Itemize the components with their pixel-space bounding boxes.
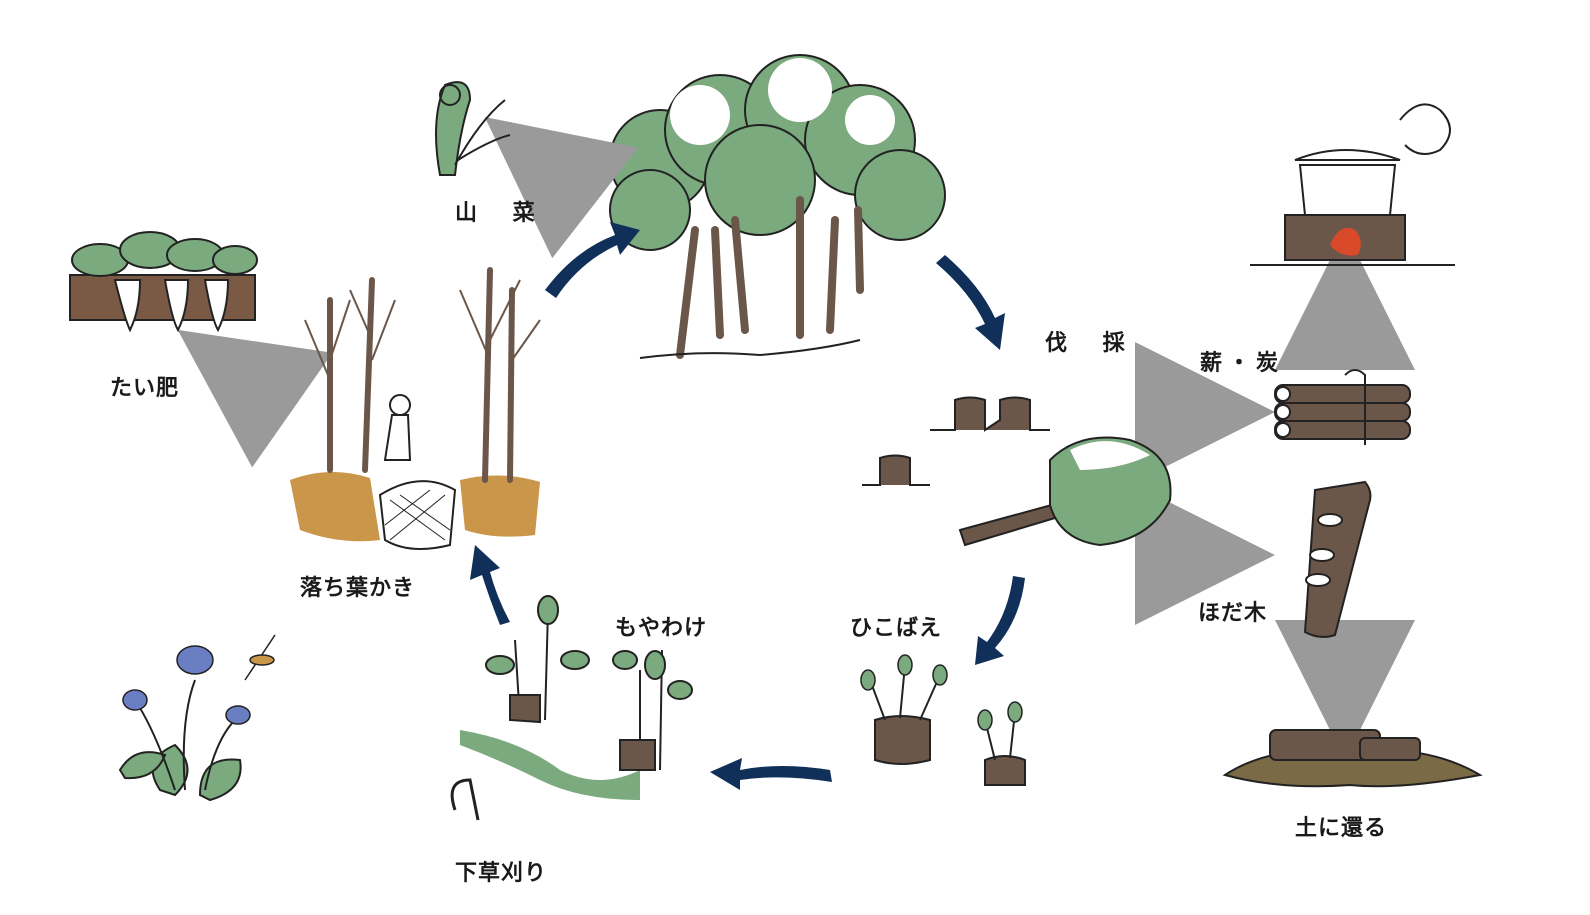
- fire-icon: [1330, 227, 1361, 256]
- sansai-illustration: [435, 81, 511, 176]
- label-shitakusa: 下草刈り: [455, 861, 548, 886]
- arrow-to-sansai: [484, 117, 639, 259]
- label-moyawake: もやわけ: [615, 616, 708, 641]
- label-maki: 薪・炭: [1200, 351, 1285, 376]
- cycle-arrow-to-forest: [545, 222, 640, 298]
- forest-illustration: [609, 54, 946, 359]
- hikobae-illustration: [860, 654, 1026, 786]
- hodagi-illustration: [1303, 480, 1372, 638]
- label-hikobae: ひこばえ: [850, 616, 943, 641]
- firewood-illustration: [1274, 369, 1411, 445]
- arrow-to-taihi: [177, 329, 333, 468]
- label-taihi: たい肥: [110, 376, 180, 401]
- compost-illustration: [69, 231, 258, 333]
- label-tsuchi: 土に還る: [1295, 816, 1388, 841]
- felling-illustration: [862, 396, 1172, 547]
- cycle-arrows: [470, 222, 1025, 790]
- label-ochiba: 落ち葉かき: [300, 576, 416, 601]
- label-bassai: 伐 採: [1045, 331, 1139, 356]
- violet-illustration: [118, 634, 276, 802]
- cycle-arrow-to-leaf-raking: [470, 545, 510, 625]
- cycle-arrow-to-coppice: [975, 576, 1025, 665]
- leaf-raking-illustration: [290, 267, 541, 550]
- side-arrows: [177, 117, 1415, 760]
- moyawake-illustration: [450, 595, 693, 821]
- cycle-arrow-to-thinning: [710, 758, 832, 790]
- cycle-arrow-to-felling: [936, 255, 1005, 350]
- sickle-icon: [450, 778, 480, 821]
- cooking-illustration: [1250, 103, 1455, 266]
- label-sansai: 山 菜: [455, 201, 549, 226]
- tsuchi-illustration: [1222, 729, 1483, 788]
- steam-icon: [1399, 103, 1451, 155]
- label-hodagi: ほだ木: [1198, 601, 1268, 626]
- dragonfly-icon: [244, 634, 276, 681]
